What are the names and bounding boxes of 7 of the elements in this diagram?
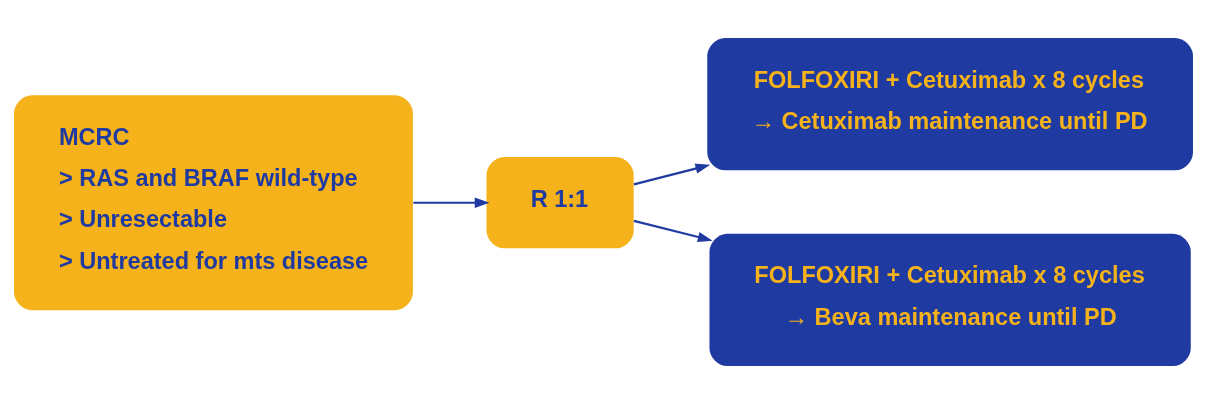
node-box: FOLFOXIRI + Cetuximab x 8 cycles → Beva maintenance until PD — [709, 233, 1191, 366]
node-box: R 1:1 — [486, 156, 634, 248]
node-box: MCRC > RAS and BRAF wild-type > Unresectable > Untreated for mts disease — [14, 94, 413, 310]
arrow — [413, 197, 490, 208]
node-box: FOLFOXIRI + Cetuximab x 8 cycles → Cetuximab maintenance until PD — [707, 37, 1193, 170]
arrow — [633, 219, 713, 242]
arrow — [633, 163, 711, 185]
